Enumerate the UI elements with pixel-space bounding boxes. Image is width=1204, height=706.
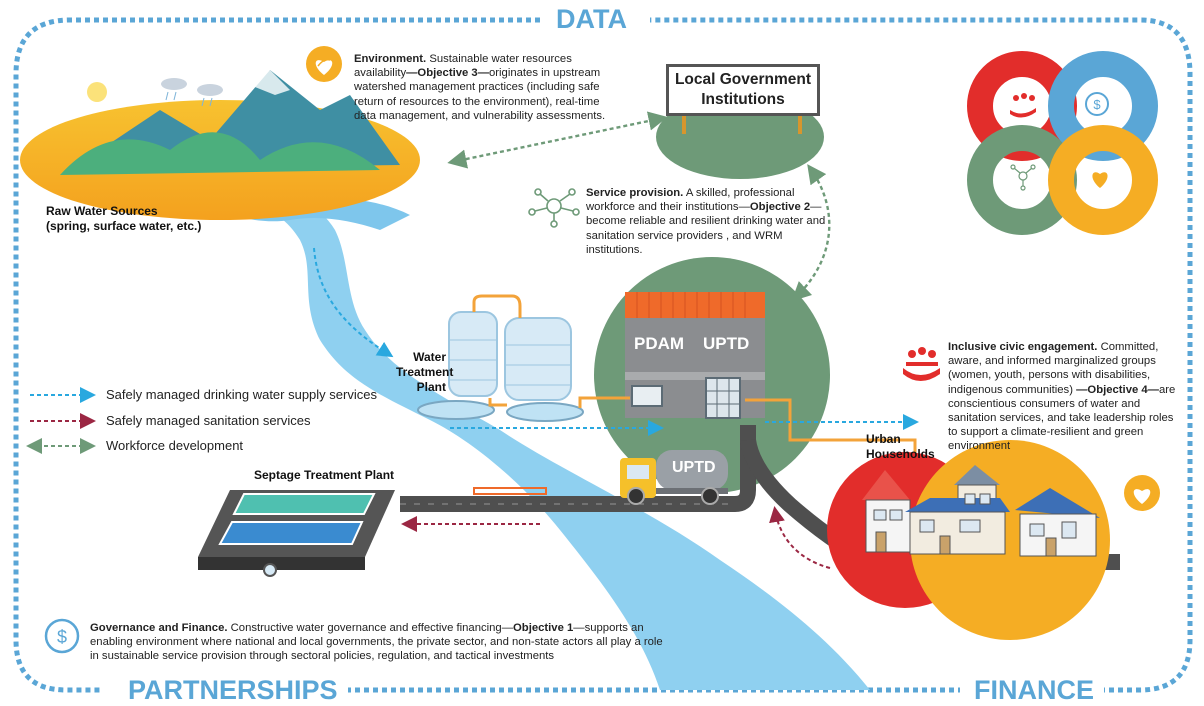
civic-engagement-text: Inclusive civic engagement. Committed, a… (948, 341, 1176, 453)
urban-households-label: Urban Households (866, 432, 935, 461)
raw-water-label: Raw Water Sources (spring, surface water… (46, 204, 202, 233)
river (228, 180, 870, 690)
environment-text: Environment. Sustainable water resources… (354, 53, 606, 122)
uptd-truck-label: UPTD (672, 459, 716, 476)
infinity-logo (967, 51, 1158, 235)
truck-wheel (627, 487, 645, 505)
septage-plant-label: Septage Treatment Plant (254, 468, 395, 482)
pipe (472, 294, 522, 318)
governance-finance-text: Governance and Finance. Constructive wat… (90, 622, 663, 663)
sanitation-arrow (769, 506, 831, 569)
building-door (705, 377, 741, 419)
heart-icon (1092, 172, 1108, 188)
water-tank (448, 311, 498, 397)
local-gov-ground (656, 95, 824, 179)
frame-label-data: DATA (546, 6, 637, 33)
workforce-arrow (791, 164, 831, 302)
rain-icon (165, 91, 213, 107)
local-gov-line1: Local Government (674, 71, 812, 88)
workforce-arrow (447, 111, 668, 169)
building-window (631, 385, 663, 407)
pipe (488, 396, 630, 408)
dollar-icon (44, 618, 80, 654)
treatment-pool (417, 400, 495, 420)
truck-tank (656, 450, 728, 490)
pdam-label: PDAM (634, 334, 685, 353)
water-treatment-label: Water Treatment Plant (396, 350, 454, 394)
building-roof (625, 292, 765, 318)
house (865, 499, 911, 553)
house (954, 465, 1000, 485)
legend-sanitation: Safely managed sanitation services (106, 413, 311, 428)
septage-pool (232, 493, 376, 515)
septage-pool (218, 521, 364, 545)
svg-text:$: $ (57, 627, 67, 647)
outlet-pipe (263, 563, 277, 577)
house (862, 470, 910, 500)
cloud-icon (161, 78, 187, 90)
network-icon (1010, 164, 1036, 191)
cloud-icon (197, 84, 223, 96)
local-gov-sign: Local Government Institutions (666, 64, 820, 116)
road (400, 425, 756, 512)
people-hand-icon (1010, 93, 1036, 118)
service-provision-text: Service provision. A skilled, profession… (586, 187, 826, 256)
bridge (473, 487, 547, 495)
house (909, 511, 1006, 555)
hills (60, 132, 380, 175)
sun-icon (87, 82, 107, 102)
local-gov-line2: Institutions (701, 91, 785, 108)
svg-text:$: $ (1093, 97, 1101, 112)
legend-water-supply: Safely managed drinking water supply ser… (106, 387, 377, 402)
house (1015, 488, 1100, 518)
network-icon (528, 188, 580, 228)
frame-label-finance: FINANCE (964, 677, 1104, 704)
people-hand-icon (903, 347, 940, 381)
uptd-building-label: UPTD (703, 334, 750, 353)
water-supply-arrow (313, 247, 394, 358)
dollar-icon (1085, 92, 1109, 116)
treatment-pool (506, 402, 584, 422)
truck-wheel (701, 487, 719, 505)
frame-label-partnerships: PARTNERSHIPS (118, 677, 348, 704)
legend-workforce: Workforce development (106, 438, 244, 453)
water-tank (504, 317, 572, 401)
